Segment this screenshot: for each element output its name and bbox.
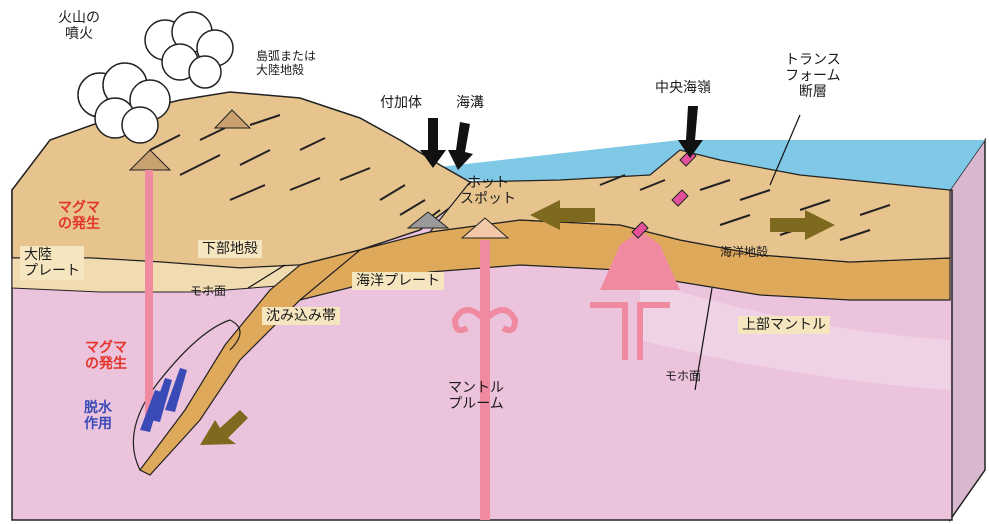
moho-left-label: モホ面 — [190, 285, 226, 299]
oceanic-plate-label: 海洋プレート — [352, 272, 444, 290]
magma-generation-lower-label: マグマの発生 — [85, 340, 127, 372]
volcano-eruption-label: 火山の噴火 — [58, 10, 100, 42]
mantle-plume-label: マントルプルーム — [448, 380, 504, 412]
oceanic-crust-label: 海洋地殻 — [720, 246, 768, 260]
eruption-cloud-right — [145, 12, 233, 88]
mid-ocean-ridge-label: 中央海嶺 — [655, 80, 711, 96]
lower-crust-label: 下部地殻 — [198, 240, 262, 258]
transform-fault-label: トランスフォーム断層 — [785, 52, 841, 100]
island-arc-label: 島弧または大陸地殻 — [256, 50, 316, 78]
trench-label: 海溝 — [456, 95, 484, 111]
moho-right-label: モホ面 — [665, 370, 701, 384]
magma-conduit — [145, 170, 153, 420]
dehydration-label: 脱水作用 — [84, 400, 112, 432]
magma-generation-upper-label: マグマの発生 — [58, 200, 100, 232]
subduction-zone-label: 沈み込み帯 — [262, 307, 340, 325]
upper-mantle-label: 上部マントル — [738, 316, 830, 334]
block-side-face — [950, 140, 985, 520]
hotspot-label: ホットスポット — [460, 175, 516, 207]
continental-plate-label: 大陸プレート — [20, 246, 84, 280]
accretionary-prism-label: 付加体 — [380, 95, 422, 111]
